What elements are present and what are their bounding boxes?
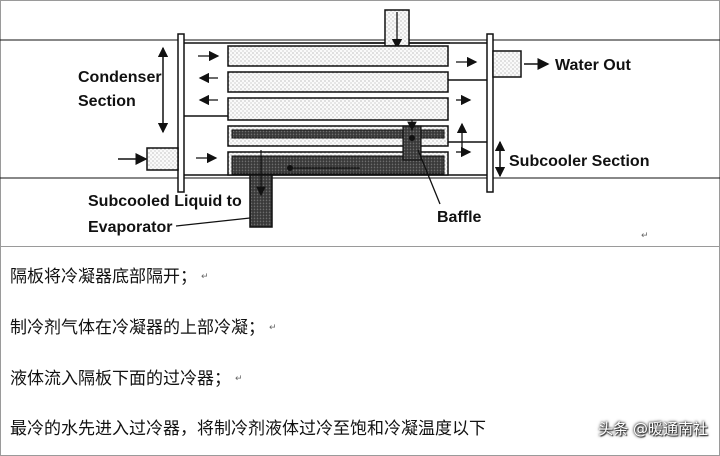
baffle-label-leader xyxy=(417,149,441,205)
condenser-subcooler-diagram: Condenser Section Water Out Subcooler Se… xyxy=(0,9,720,241)
watermark: 头条 @暖通南社 xyxy=(596,418,710,439)
tube-bundle xyxy=(227,45,449,176)
paragraph-mark: ↵ xyxy=(641,231,649,241)
note-line-4: 最冷的水先进入过冷器，将制冷剂液体过冷至饱和冷凝温度以下 xyxy=(10,414,486,439)
note-line-2: 制冷剂气体在冷凝器的上部冷凝； ↵ xyxy=(10,313,277,338)
section-divider xyxy=(0,246,720,247)
baffle xyxy=(287,120,422,171)
water-outlet-pipe xyxy=(492,50,550,78)
gas-inlet-pipe xyxy=(360,9,450,50)
note-line-1: 隔板将冷凝器底部隔开； ↵ xyxy=(10,262,209,287)
flow-arrows xyxy=(196,50,478,164)
water-inlet-pipe xyxy=(118,147,179,171)
note-text: 制冷剂气体在冷凝器的上部冷凝； xyxy=(10,318,265,338)
note-text: 隔板将冷凝器底部隔开； xyxy=(10,267,197,287)
baffle-label: Baffle xyxy=(437,209,482,226)
paragraph-mark: ↵ xyxy=(235,374,243,384)
note-line-3: 液体流入隔板下面的过冷器； ↵ xyxy=(10,364,243,389)
liquid-label-leader xyxy=(175,217,251,227)
paragraph-mark: ↵ xyxy=(201,272,209,282)
water-out-label: Water Out xyxy=(555,57,632,74)
note-text: 最冷的水先进入过冷器，将制冷剂液体过冷至饱和冷凝温度以下 xyxy=(10,419,486,439)
liquid-outlet-pipe xyxy=(249,150,273,228)
note-text: 液体流入隔板下面的过冷器； xyxy=(10,369,231,389)
subcooler-section-label: Subcooler Section xyxy=(509,153,649,170)
condenser-section-label: Condenser Section xyxy=(78,69,166,110)
subcooled-liquid-label: Subcooled Liquid to Evaporator xyxy=(88,193,246,236)
paragraph-mark: ↵ xyxy=(269,323,277,333)
